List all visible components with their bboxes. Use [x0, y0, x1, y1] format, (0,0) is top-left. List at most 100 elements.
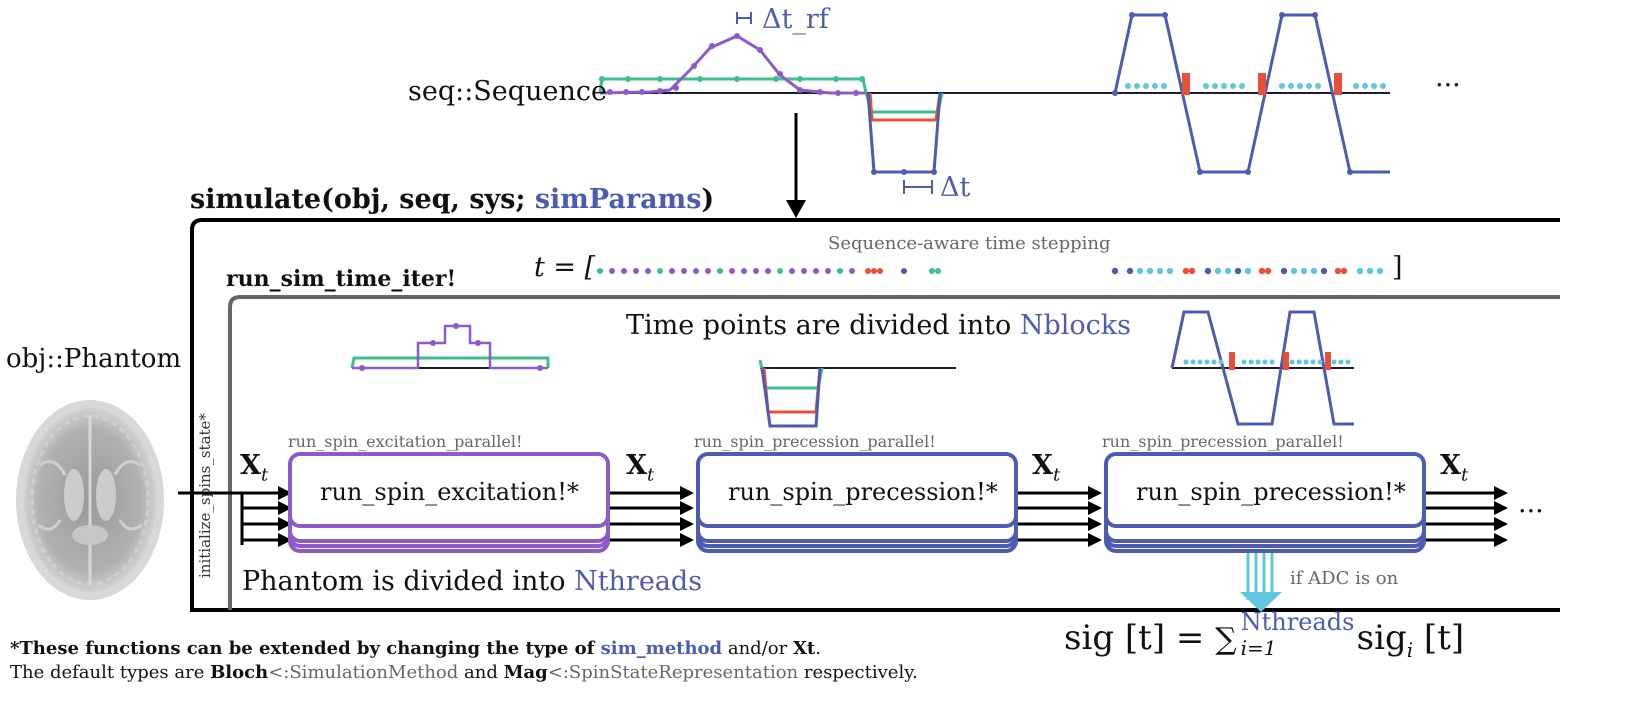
xt-sub: t	[646, 464, 655, 486]
adc-gap-marker	[1334, 73, 1342, 95]
inter-block-arrows	[610, 486, 1508, 547]
arrow-head	[1088, 501, 1102, 515]
t-dot	[1300, 267, 1308, 275]
slice-sample-dot	[657, 76, 663, 82]
phantom-input-lines	[178, 491, 282, 545]
mini-adc-dot	[1310, 359, 1316, 365]
slice-sample-dot	[859, 76, 865, 82]
adc-sample-dot	[1315, 83, 1321, 89]
footnote-line-1: *These functions can be extended by chan…	[10, 638, 821, 659]
arrow-head	[1494, 533, 1508, 547]
slice-sample-dot	[599, 76, 605, 82]
t-dot	[1224, 267, 1232, 275]
t-dot	[1258, 267, 1266, 275]
adc-samples-mini	[1183, 352, 1351, 370]
arrow-head	[1494, 517, 1508, 531]
rf-sample-dot	[639, 89, 645, 95]
phantom-input-arrowheads	[278, 486, 292, 547]
t-dot	[825, 268, 831, 274]
arrow-head	[1088, 486, 1102, 500]
t-dot	[1146, 267, 1154, 275]
mini-adc-dot	[1204, 359, 1210, 365]
t-dot	[1188, 267, 1196, 275]
footnote-line-2: The default types are Bloch<:SimulationM…	[10, 662, 918, 683]
xt-sub: t	[260, 464, 269, 486]
dt-rf-bracket	[736, 12, 752, 24]
precession-box-1-label: run_spin_precession!*	[728, 478, 998, 506]
rf-sample-dot	[691, 63, 697, 69]
t-dot	[1166, 267, 1174, 275]
precession-lobe-red	[868, 92, 942, 122]
sequence-arrow-head	[786, 200, 806, 218]
mini-adc-dot	[1262, 359, 1268, 365]
pipeline-ellipsis: ···	[1518, 496, 1544, 527]
xt-sub: t	[1460, 464, 1469, 486]
mini-adc-dot	[1255, 359, 1261, 365]
excitation-box-label: run_spin_excitation!*	[320, 478, 579, 506]
dt-bracket	[903, 180, 933, 194]
formula-sum: ∑	[1215, 622, 1237, 657]
t-dot	[1126, 267, 1134, 275]
t-dot	[1244, 267, 1252, 275]
excitation-box: run_spin_excitation!*	[288, 452, 610, 528]
precession-lobe-green	[864, 92, 944, 114]
t-dot	[657, 268, 663, 274]
t-dot	[935, 268, 941, 274]
t-dot	[849, 268, 855, 274]
nblocks-text: Time points are divided into Nblocks	[626, 310, 1131, 341]
t-dot	[871, 268, 877, 274]
mini-adc-dot	[1218, 359, 1224, 365]
xt-label-0: Xt	[240, 450, 268, 485]
mini-adc-dot	[1269, 359, 1275, 365]
adc-sample-dot	[1152, 83, 1158, 89]
simulate-frame	[190, 218, 1560, 612]
rf-sample-dot	[734, 33, 740, 39]
adc-sample-dot	[1353, 83, 1359, 89]
simulate-fn: simulate	[190, 184, 322, 215]
t-close-bracket: ]	[1392, 252, 1403, 283]
t-dot	[1234, 267, 1242, 275]
xt-main: X	[626, 450, 647, 481]
arrow-head	[1494, 486, 1508, 500]
footnote2-f: <:SpinStateRepresentation	[547, 662, 799, 683]
adc-sample-dot	[1297, 83, 1303, 89]
nthreads-prefix: Phantom is divided into	[242, 566, 575, 597]
mini-adc-dot	[1197, 359, 1203, 365]
simulate-close: )	[701, 184, 715, 215]
footnote2-a: The default types are	[10, 662, 211, 683]
footnote2-c: <:SimulationMethod	[268, 662, 459, 683]
mini-adc-dot	[1289, 359, 1295, 365]
rf-sample-dot	[853, 90, 859, 96]
t-dot	[789, 268, 795, 274]
simulate-args: (obj, seq, sys;	[321, 184, 535, 215]
slice-sample-dot	[697, 76, 703, 82]
t-dot	[929, 268, 935, 274]
xt-sub: t	[1052, 464, 1061, 486]
mini-adc-dot	[1338, 359, 1344, 365]
box2-parallel-label: run_spin_precession_parallel!	[694, 432, 936, 451]
formula-upper: Nthreads	[1240, 608, 1355, 636]
arrow-head	[680, 501, 694, 515]
t-dot	[1214, 267, 1222, 275]
mini-adc-gap	[1325, 352, 1331, 370]
initialize-spins-label: initialize_spins_state*	[196, 413, 214, 578]
formula-rhs-arg: [t]	[1413, 618, 1465, 658]
t-dot	[645, 268, 651, 274]
t-dot	[1320, 267, 1328, 275]
mini-adc-dot	[1303, 359, 1309, 365]
t-dot	[1340, 267, 1348, 275]
t-dot	[693, 268, 699, 274]
t-dot	[633, 268, 639, 274]
adc-gap-marker	[1258, 73, 1266, 95]
nblocks-prefix: Time points are divided into	[626, 310, 1020, 341]
simulate-params: simParams	[534, 184, 702, 215]
mini-adc-dot	[1296, 359, 1302, 365]
t-dot	[1280, 267, 1288, 275]
adc-gap-marker	[1182, 73, 1190, 95]
footnote2-e: Mag	[503, 662, 548, 683]
footnote2-g: respectively.	[798, 662, 918, 683]
t-dot	[1204, 267, 1212, 275]
footnote1-c: and/or	[722, 638, 793, 659]
